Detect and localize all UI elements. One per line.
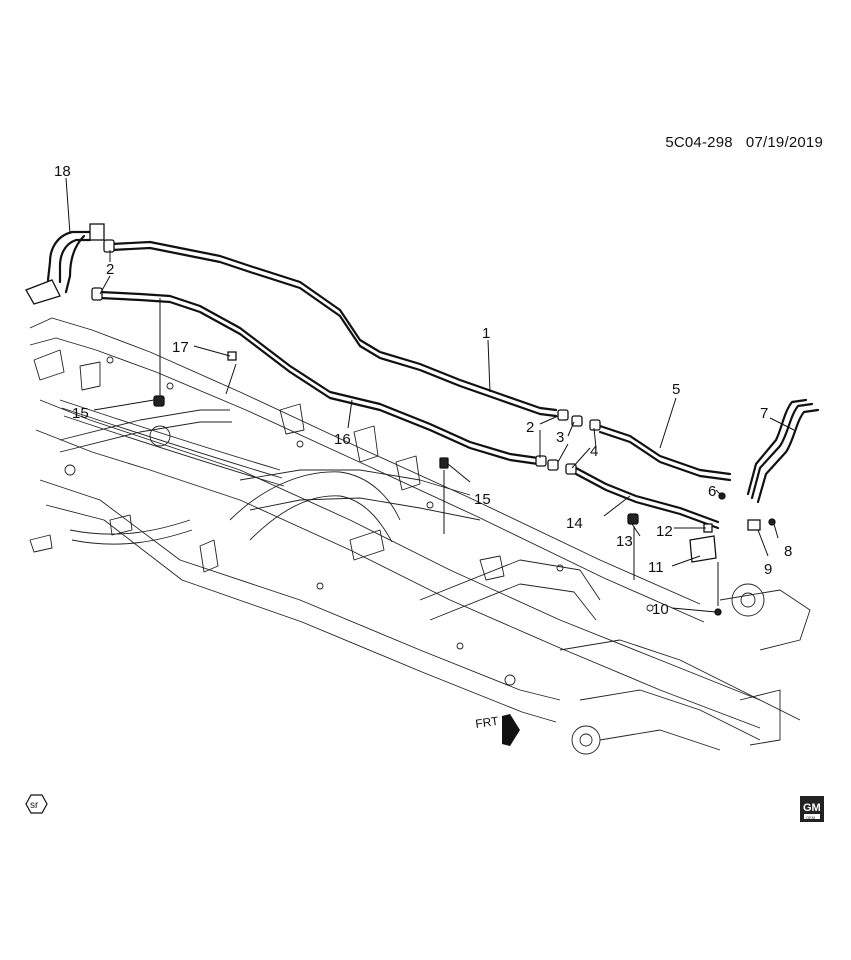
clip-13: [627, 513, 639, 525]
callout-16: 16: [334, 431, 351, 448]
bracket-18: [89, 223, 105, 241]
clip-15-right: [439, 457, 449, 469]
frame-line-art: [29, 317, 811, 755]
brake-pipe-16: [98, 290, 540, 460]
diagram-code: 5C04-298: [665, 134, 733, 151]
fitting-2-lower: [535, 455, 547, 467]
callout-11: 11: [648, 559, 664, 576]
callout-4: 4: [590, 443, 598, 460]
brake-hose-7: [750, 402, 814, 500]
diagram-code-date: 5C04-298 07/19/2019: [665, 134, 823, 151]
callout-12: 12: [656, 523, 673, 540]
callout-6: 6: [708, 483, 716, 500]
fitting-2-upper: [103, 239, 115, 253]
callout-17: 17: [172, 339, 189, 356]
callout-3: 3: [556, 429, 564, 446]
fitting-3: [571, 415, 583, 427]
brake-pipes: [46, 230, 820, 530]
bracket-9: [747, 519, 761, 531]
callout-15-left: 15: [72, 405, 89, 422]
callout-15-right: 15: [474, 491, 491, 508]
callout-numbers: 1 2 2 3 4 5 6 7 8 9 10 11 12 13 14 15 15…: [54, 163, 792, 618]
front-marker-label: FRT: [474, 714, 499, 731]
callout-18: 18: [54, 163, 71, 180]
sr-badge: sr: [25, 794, 48, 814]
clip-17: [227, 351, 237, 361]
callout-7: 7: [760, 405, 768, 422]
bolt-8: [768, 518, 776, 526]
fitting-4: [589, 419, 601, 431]
front-marker: FRT: [474, 714, 520, 746]
hexagon-icon: [25, 794, 48, 814]
sr-badge-label: sr: [30, 800, 39, 811]
brake-pipe-14: [574, 466, 720, 524]
fittings: [25, 223, 776, 616]
diagram-date: 07/19/2019: [745, 134, 823, 151]
callout-2-lower: 2: [526, 419, 534, 436]
gm-logo-sub: OEM: [806, 815, 815, 820]
gm-logo-brand: GM: [803, 802, 821, 814]
callout-1: 1: [482, 325, 490, 342]
brake-pipe-1: [110, 240, 558, 412]
callout-10: 10: [652, 601, 669, 618]
brake-pipe-5: [598, 424, 732, 476]
callout-14: 14: [566, 515, 583, 532]
callout-9: 9: [764, 561, 772, 578]
leader-lines: [65, 177, 795, 613]
callout-5: 5: [672, 381, 680, 398]
brake-hose-18: [46, 230, 92, 282]
callout-13: 13: [616, 533, 633, 550]
callout-8: 8: [784, 543, 792, 560]
clip-15-left: [153, 395, 165, 407]
gm-logo: GM OEM: [800, 796, 824, 822]
callout-2-upper: 2: [106, 261, 114, 278]
bracket-11: [689, 535, 717, 563]
front-arrow-icon: [502, 714, 520, 746]
